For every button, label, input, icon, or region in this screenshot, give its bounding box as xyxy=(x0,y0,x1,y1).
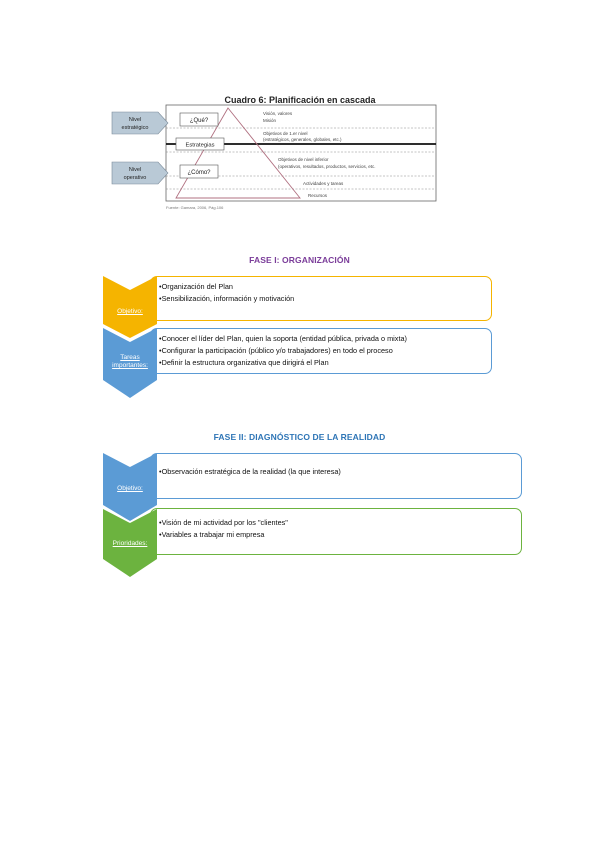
figure-title: Cuadro 6: Planificación en cascada xyxy=(224,95,376,105)
fase2-objetivo-label: Objetivo: xyxy=(117,485,143,492)
fase2-prioridades-box: Visión de mi actividad por los "clientes… xyxy=(150,508,522,555)
fase2-chevron-green xyxy=(103,509,157,577)
nivel-estrategico-line1: Nivel xyxy=(129,117,141,123)
fase1-tareas-item: Configurar la participación (público y/o… xyxy=(159,345,483,357)
fase1-objetivo-label: Objetivo: xyxy=(117,308,143,315)
fase1-tareas-item: Definir la estructura organizativa que d… xyxy=(159,357,483,369)
row1-line1: Visión, valores xyxy=(263,111,293,116)
fase2-prioridades-label: Prioridades: xyxy=(112,540,148,547)
fase2-prioridades-item: Variables a trabajar mi empresa xyxy=(159,529,513,541)
estrategias-label: Estrategias xyxy=(186,143,215,149)
fase2-prioridades-item: Visión de mi actividad por los "clientes… xyxy=(159,517,513,529)
fase2-chevrons xyxy=(103,453,157,577)
fase2-objetivo-box: Observación estratégica de la realidad (… xyxy=(150,453,522,499)
row3-line2: (operativos, resultados, productos, serv… xyxy=(278,164,376,169)
nivel-operativo-line2: operativo xyxy=(124,175,147,181)
row5-text: Recursos xyxy=(308,193,328,198)
cascade-diagram: Nivel estratégico Nivel operativo ¿Qué? … xyxy=(111,104,437,202)
que-label: ¿Qué? xyxy=(190,118,209,124)
nivel-estrategico-line2: estratégico xyxy=(122,125,149,131)
row2-line2: (estratégicos, generales, globales, etc.… xyxy=(263,137,342,142)
row4-text: Actividades y tareas xyxy=(303,181,344,186)
figure-caption: Fuente: Gamara, 2006, Pág.106 xyxy=(166,205,224,210)
fase2-objetivo-item: Observación estratégica de la realidad (… xyxy=(159,466,513,478)
fase1-chevron-blue xyxy=(103,328,157,398)
row3-line1: Objetivos de nivel inferior xyxy=(278,157,329,162)
nivel-operativo-line1: Nivel xyxy=(129,167,141,173)
fase1-objetivo-item: Organización del Plan xyxy=(159,281,483,293)
fase1-objetivo-item: Sensibilización, información y motivació… xyxy=(159,293,483,305)
como-label: ¿Cómo? xyxy=(187,170,211,176)
fase1-tareas-item: Conocer el líder del Plan, quien la sopo… xyxy=(159,333,483,345)
fase2-chevron-blue xyxy=(103,453,157,521)
fase1-chevron-gold xyxy=(103,276,157,338)
row1-line2: Misión xyxy=(263,118,277,123)
fase1-tareas-box: Conocer el líder del Plan, quien la sopo… xyxy=(150,328,492,374)
fase1-title: FASE I: ORGANIZACIÓN xyxy=(249,255,350,265)
fase1-chevrons xyxy=(103,276,157,398)
fase2-title: FASE II: DIAGNÓSTICO DE LA REALIDAD xyxy=(213,432,386,442)
row2-line1: Objetivos de 1.er nivel xyxy=(263,131,308,136)
fase1-objetivo-box: Organización del Plan Sensibilización, i… xyxy=(150,276,492,321)
